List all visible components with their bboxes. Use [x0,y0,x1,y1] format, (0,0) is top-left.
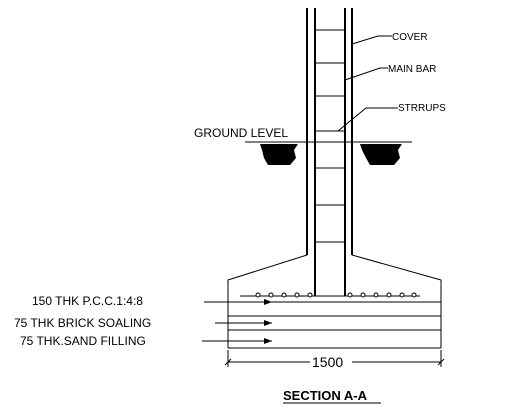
dimension-value: 1500 [312,354,343,370]
footing-slope-left [227,254,308,295]
pcc-label: 150 THK P.C.C.1:4:8 [32,294,143,308]
stirrups [315,29,345,243]
stirrups-label: STRRUPS [398,103,446,114]
sand-arrow-head [264,338,272,344]
cover-label: COVER [392,32,428,43]
sand-filling-label: 75 THK.SAND FILLING [20,334,146,348]
cover-leader [351,35,392,45]
dimension-tick-left [224,358,232,366]
pcc-arrow-head [264,299,272,305]
section-title: SECTION A-A [283,388,368,403]
brick-arrow-head [264,320,272,326]
main-bar-leader [344,67,388,81]
bottom-bar-dots [255,292,417,298]
ground-level-label: GROUND LEVEL [194,126,288,140]
footing-slope-right [351,254,442,295]
soil-hatch-right [360,144,402,165]
soil-hatch-left [260,144,298,165]
stirrups-leader [337,107,398,132]
main-bar-label: MAIN BAR [388,64,436,75]
brick-soling-label: 75 THK BRICK SOALING [14,316,151,330]
dimension-tick-right [437,358,445,366]
